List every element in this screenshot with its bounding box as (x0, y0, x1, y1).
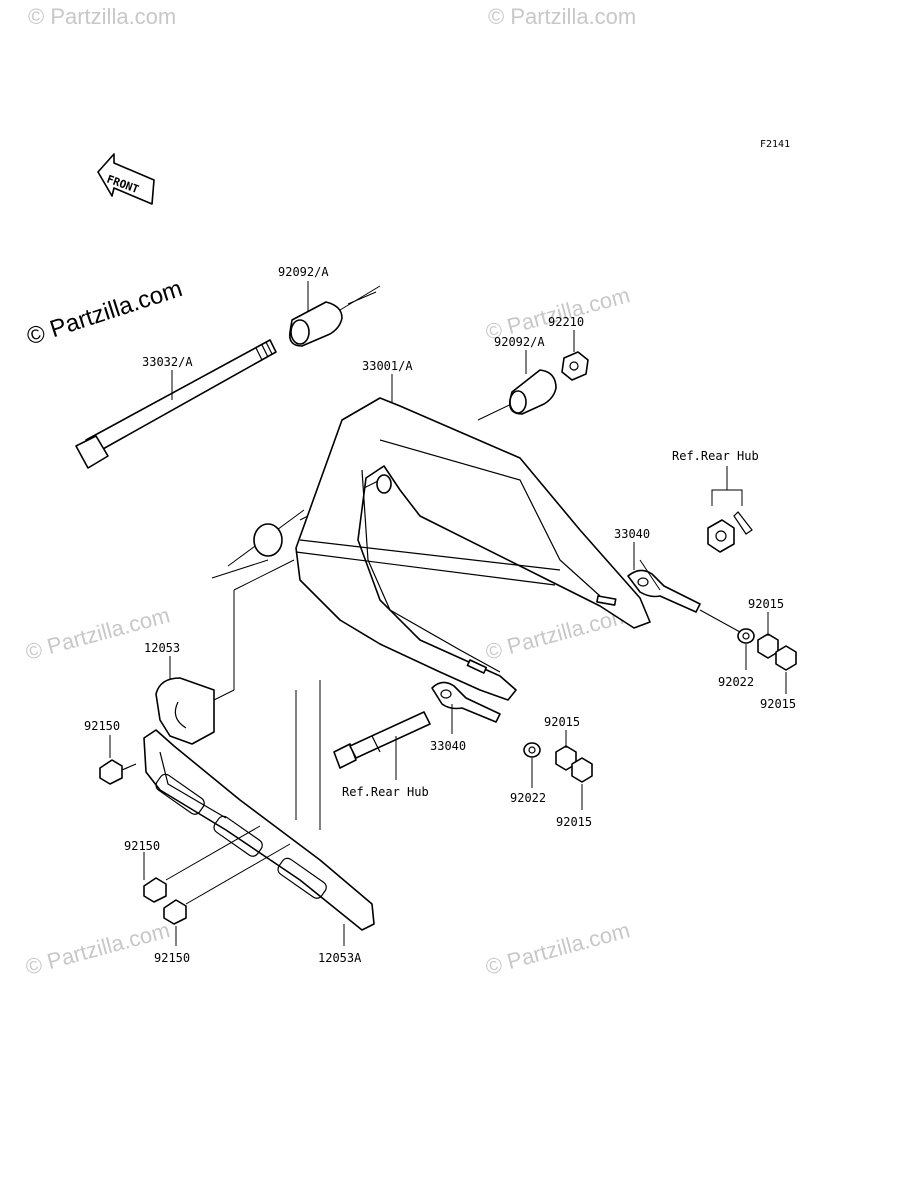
label-adjuster-right[interactable]: 33040 (614, 527, 650, 541)
label-collar-top-left[interactable]: 92092/A (278, 265, 329, 279)
label-nut-left-bottom[interactable]: 92015 (556, 815, 592, 829)
washer-right (737, 628, 755, 644)
label-nut-right-bottom[interactable]: 92015 (760, 697, 796, 711)
label-guide-block[interactable]: 12053 (144, 641, 180, 655)
label-bolt-plate-lower[interactable]: 92150 (154, 951, 190, 965)
bolt-plate-lower (163, 843, 291, 925)
bolt-guide (99, 759, 137, 785)
label-ref-rear-hub-bottom[interactable]: Ref.Rear Hub (342, 785, 429, 799)
label-axle-shaft[interactable]: 33032/A (142, 355, 193, 369)
chain-guide-plate (143, 680, 375, 931)
front-arrow-icon: FRONT (97, 153, 155, 205)
bolt-plate-upper (143, 825, 261, 903)
label-adjuster-left[interactable]: 33040 (430, 739, 466, 753)
watermark: © Partzilla.com (23, 917, 173, 980)
leader-lines (109, 281, 787, 946)
rear-axle-bolt (333, 711, 431, 769)
nut-top (561, 351, 589, 381)
label-chain-guide-plate[interactable]: 12053A (318, 951, 362, 965)
site-watermark: © Partzilla.com (24, 275, 186, 351)
label-nut-left-top[interactable]: 92015 (544, 715, 580, 729)
label-washer-left[interactable]: 92022 (510, 791, 546, 805)
nut-left-b (571, 757, 593, 783)
watermark: © Partzilla.com (23, 602, 173, 665)
swingarm (253, 397, 651, 701)
label-nut-right-top[interactable]: 92015 (748, 597, 784, 611)
watermark: © Partzilla.com (28, 4, 176, 29)
chain-guide-block (155, 559, 295, 745)
label-collar-top-right[interactable]: 92092/A (494, 335, 545, 349)
watermark: © Partzilla.com (488, 4, 636, 29)
nut-right-b (775, 645, 797, 671)
nut-right-a (757, 633, 779, 659)
collar-left (288, 301, 343, 347)
chain-adjuster-right (627, 559, 741, 633)
label-ref-rear-hub-top[interactable]: Ref.Rear Hub (672, 449, 759, 463)
part-labels: 92092/A 33032/A 33001/A 92210 92092/A Re… (84, 265, 796, 965)
label-bolt-guide[interactable]: 92150 (84, 719, 120, 733)
watermark: © Partzilla.com (483, 917, 633, 980)
label-swingarm[interactable]: 33001/A (362, 359, 413, 373)
figure-code: F2141 (760, 139, 790, 150)
chain-adjuster-left (431, 681, 501, 723)
label-washer-right[interactable]: 92022 (718, 675, 754, 689)
collar-right (508, 369, 557, 415)
pivot-shaft (75, 339, 277, 469)
label-nut-top[interactable]: 92210 (548, 315, 584, 329)
label-bolt-plate-upper[interactable]: 92150 (124, 839, 160, 853)
washer-left (523, 742, 541, 758)
rear-axle-nut (707, 466, 753, 553)
